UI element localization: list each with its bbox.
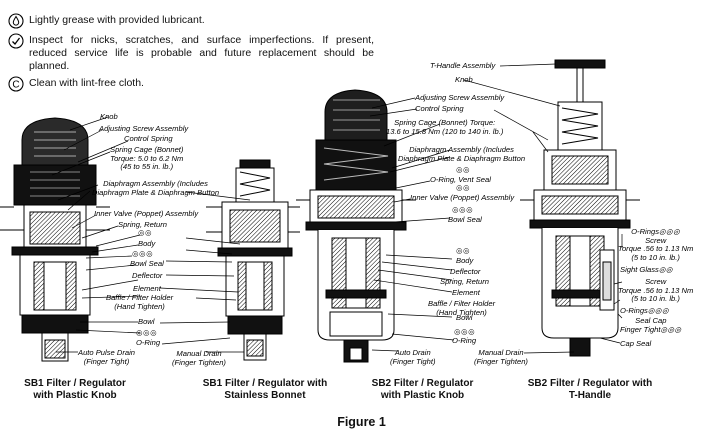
label-diaphragm-1: Diaphragm Assembly (Includes Diaphragm P… — [92, 179, 220, 197]
label-seal-cap: Seal Cap Finger Tight◎◎◎ — [620, 316, 682, 334]
symbols-o-ring-2: ◎◎◎ — [454, 327, 476, 336]
legend-grease: Lightly grease with provided lubricant. — [8, 13, 359, 29]
sb2-plastic-knob-drawing — [296, 89, 416, 363]
clean-c-icon: C — [8, 76, 24, 92]
caption-sb2-plastic: SB2 Filter / Regulator with Plastic Knob — [371, 378, 474, 401]
label-sight-glass: Sight Glass◎◎ — [620, 265, 673, 274]
legend-inspect: Inspect for nicks, scratches, and surfac… — [8, 33, 374, 73]
label-inner-valve-1: Inner Valve (Poppet) Assembly — [94, 209, 199, 218]
label-control-spring-2: Control Spring — [415, 104, 464, 113]
label-adjusting-screw-1: Adjusting Screw Assembly — [99, 124, 189, 133]
label-screw-2: Screw Torque .56 to 1.13 Nm (5 to 10 in.… — [618, 277, 694, 304]
symbols-bowl-seal-1: ◎◎◎ — [132, 249, 154, 258]
label-bowl-seal-2: Bowl Seal — [448, 215, 482, 224]
label-baffle-1: Baffle / Filter Holder (Hand Tighten) — [106, 293, 174, 311]
legend-grease-text: Lightly grease with provided lubricant. — [29, 14, 205, 26]
caption-sb1-plastic: SB1 Filter / Regulator with Plastic Knob — [24, 378, 126, 401]
sb1-plastic-knob-drawing — [0, 117, 110, 362]
grease-drop-icon — [8, 13, 24, 29]
label-spring-cage-2: Spring Cage (Bonnet) Torque: 13.6 to 15.… — [386, 118, 504, 136]
label-adjusting-screw-2: Adjusting Screw Assembly — [415, 93, 505, 102]
label-t-handle-assembly: T-Handle Assembly — [430, 61, 496, 70]
label-o-ring-2: O-Ring — [452, 336, 477, 345]
symbols-inner-valve-2: ◎◎ — [456, 183, 471, 192]
label-spring-cage-1: Spring Cage (Bonnet) Torque: 5.0 to 6.2 … — [110, 145, 184, 172]
symbols-body-1: ◎◎ — [138, 228, 153, 237]
label-o-ring-1: O-Ring — [136, 338, 161, 347]
label-body-2: Body — [456, 256, 474, 265]
label-element-1: Element — [133, 284, 161, 293]
inspect-check-icon — [8, 33, 24, 49]
sb1-stainless-bonnet-drawing — [206, 159, 300, 361]
label-body-1: Body — [138, 239, 156, 248]
figure-title: Figure 1 — [337, 415, 386, 429]
label-spring-return-2: Spring, Return — [440, 277, 489, 286]
label-diaphragm-2: Diaphragm Assembly (Includes Diaphragm P… — [398, 145, 526, 163]
caption-sb2-t-handle: SB2 Filter / Regulator with T-Handle — [527, 378, 653, 401]
label-o-rings-1: O-Rings◎◎◎ Screw Torque .56 to 1.13 Nm (… — [618, 227, 694, 262]
label-deflector-1: Deflector — [132, 271, 163, 280]
label-manual-drain-2: Manual Drain (Finger Tighten) — [474, 348, 528, 366]
label-manual-drain-1: Manual Drain (Finger Tighten) — [172, 349, 226, 367]
label-auto-drain-2: Auto Drain (Finger Tight) — [390, 348, 436, 366]
label-spring-return-1: Spring, Return — [118, 220, 167, 229]
legend-clean: C Clean with lint-free cloth. — [8, 76, 359, 92]
label-vent-seal: O-Ring, Vent Seal — [430, 175, 491, 184]
sb2-t-handle-drawing — [520, 59, 640, 357]
label-inner-valve-2: Inner Valve (Poppet) Assembly — [410, 193, 515, 202]
label-baffle-2: Baffle / Filter Holder (Hand Tighten) — [428, 299, 496, 317]
label-auto-pulse-drain: Auto Pulse Drain (Finger Tight) — [78, 348, 135, 366]
symbols-vent-seal: ◎◎ — [456, 165, 471, 174]
legend-inspect-text: Inspect for nicks, scratches, and surfac… — [29, 34, 374, 72]
label-bowl-1: Bowl — [138, 317, 155, 326]
leader-lines — [51, 63, 623, 354]
label-bowl-seal-1: Bowl Seal — [130, 259, 164, 268]
symbols-bowl-seal-2: ◎◎◎ — [452, 205, 474, 214]
legend-clean-text: Clean with lint-free cloth. — [29, 77, 144, 89]
symbols-o-ring-1: ◎◎◎ — [136, 328, 158, 337]
label-deflector-2: Deflector — [450, 267, 481, 276]
label-element-2: Element — [452, 288, 480, 297]
label-cap-seal: Cap Seal — [620, 339, 652, 348]
label-control-spring-1: Control Spring — [124, 134, 173, 143]
symbols-body-2: ◎◎ — [456, 246, 471, 255]
svg-text:C: C — [12, 80, 19, 91]
label-knob-1: Knob — [100, 112, 118, 121]
label-knob-2: Knob — [455, 75, 473, 84]
label-o-rings-2: O-Rings◎◎◎ — [620, 306, 669, 315]
caption-sb1-stainless: SB1 Filter / Regulator with Stainless Bo… — [202, 378, 328, 401]
label-bowl-2: Bowl — [456, 313, 473, 322]
